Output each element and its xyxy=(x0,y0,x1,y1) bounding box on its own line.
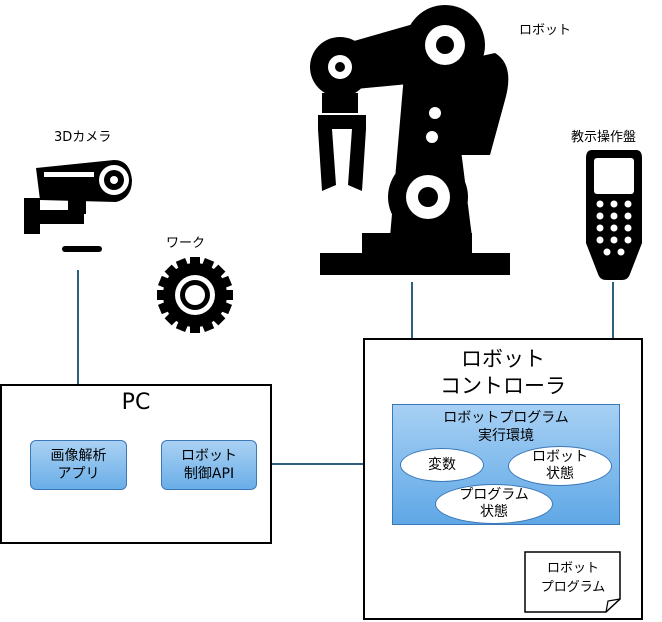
api-label-line1: ロボット xyxy=(181,448,237,464)
robot-arm-icon xyxy=(310,5,510,275)
env-title-line1: ロボットプログラム xyxy=(443,410,569,426)
robot-program-label: ロボット プログラム xyxy=(524,551,622,613)
work-label: ワーク xyxy=(166,236,206,251)
program-label-line1: ロボット xyxy=(546,561,599,576)
robot-state-line2: 状態 xyxy=(546,466,574,482)
robot-program-note xyxy=(524,551,621,613)
pendant-label: 教示操作盤 xyxy=(571,130,637,145)
env-title: ロボットプログラム 実行環境 xyxy=(393,409,619,445)
camera-label: 3Dカメラ xyxy=(54,130,112,145)
camera-icon xyxy=(24,160,132,252)
program-label-line2: プログラム xyxy=(540,580,606,595)
gear-icon xyxy=(157,257,233,333)
api-label-line2: 制御API xyxy=(183,466,235,482)
app-label-line1: 画像解析 xyxy=(50,448,107,464)
controller-title: ロボット コントローラ xyxy=(365,346,641,400)
robot-state-line1: ロボット xyxy=(532,449,588,465)
controller-title-line1: ロボット xyxy=(461,347,545,371)
app-label-line2: アプリ xyxy=(57,466,100,482)
robot-state-ellipse: ロボット状態 xyxy=(508,446,612,486)
robot-control-api: ロボット制御API xyxy=(161,440,257,490)
program-state-line1: プログラム xyxy=(459,487,529,503)
program-state-ellipse: プログラム状態 xyxy=(435,484,553,524)
teach-pendant-icon xyxy=(586,150,642,280)
image-analysis-app: 画像解析アプリ xyxy=(30,440,127,490)
variables-ellipse: 変数 xyxy=(400,448,484,482)
pc-title: PC xyxy=(121,390,151,415)
env-title-line2: 実行環境 xyxy=(478,428,534,444)
program-state-line2: 状態 xyxy=(480,504,508,520)
robot-label: ロボット xyxy=(519,23,572,38)
controller-title-line2: コントローラ xyxy=(440,374,566,398)
